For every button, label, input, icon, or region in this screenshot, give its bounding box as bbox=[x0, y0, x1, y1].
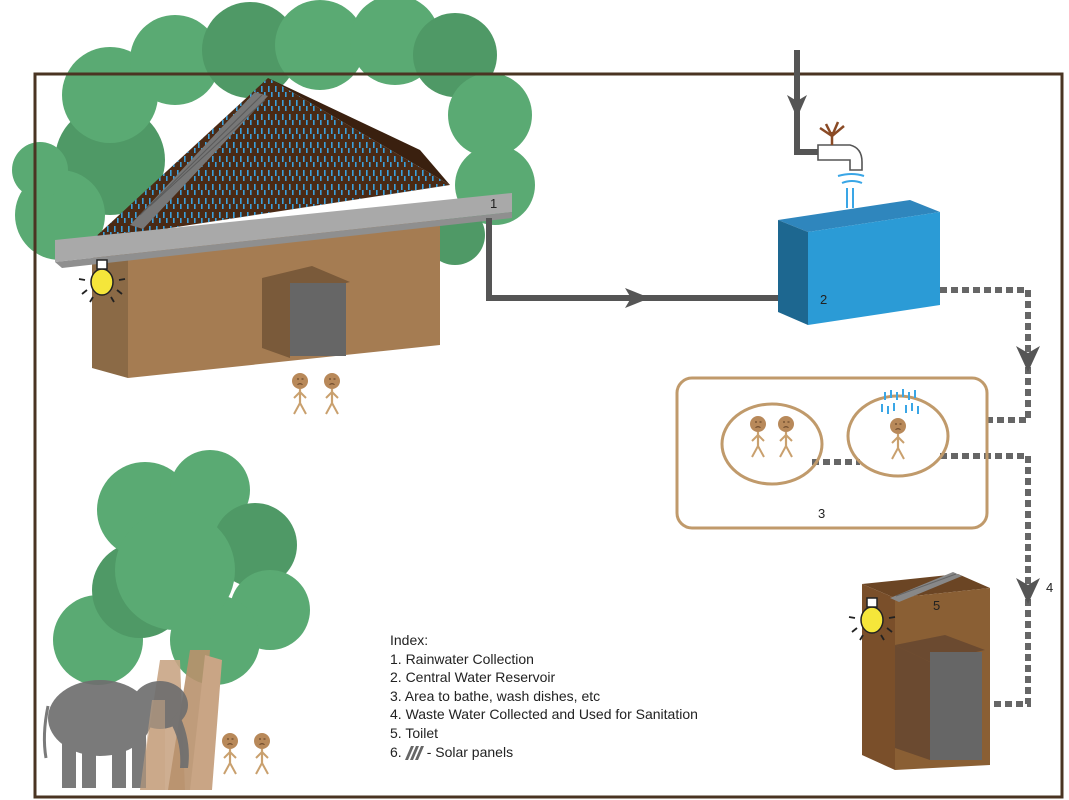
arrow-icon bbox=[1016, 578, 1040, 604]
index-item: 2. Central Water Reservoir bbox=[390, 669, 556, 686]
water-tank-icon bbox=[778, 200, 940, 325]
house-icon bbox=[55, 78, 512, 378]
roof-solar-panels bbox=[130, 92, 268, 229]
index-item6-label: - Solar panels bbox=[426, 743, 514, 760]
dashed-pipes bbox=[812, 287, 1031, 707]
solar-panel-icon bbox=[404, 745, 424, 760]
label-5: 5 bbox=[933, 598, 940, 613]
person-icon bbox=[220, 731, 240, 776]
person-icon bbox=[888, 416, 908, 461]
person-icon bbox=[252, 731, 272, 776]
person-icon bbox=[290, 371, 310, 416]
faucet-icon bbox=[787, 50, 865, 208]
person-icon bbox=[322, 371, 342, 416]
label-3: 3 bbox=[818, 506, 825, 521]
solar-panel-icon bbox=[890, 572, 962, 602]
index-item6-prefix: 6. bbox=[390, 743, 402, 760]
label-2: 2 bbox=[820, 292, 827, 307]
diagram-frame bbox=[33, 72, 1064, 799]
arrow-icon bbox=[1016, 346, 1040, 372]
toilet-icon bbox=[862, 572, 990, 770]
pipe-to-tank bbox=[486, 218, 780, 308]
shower-icon bbox=[881, 389, 919, 414]
tree-icon bbox=[53, 450, 310, 790]
index-item: 4. Waste Water Collected and Used for Sa… bbox=[390, 706, 698, 723]
label-1: 1 bbox=[490, 196, 497, 211]
tree-trunk-front bbox=[140, 700, 165, 790]
index-item: 5. Toilet bbox=[390, 724, 438, 741]
door bbox=[262, 266, 350, 358]
index-item: 6. - Solar panels bbox=[390, 743, 698, 762]
index-heading: Index: bbox=[390, 632, 429, 648]
index-item: 3. Area to bathe, wash dishes, etc bbox=[390, 687, 601, 704]
person-icon bbox=[748, 414, 768, 459]
index-item: 1. Rainwater Collection bbox=[390, 650, 534, 667]
label-4: 4 bbox=[1046, 580, 1053, 595]
person-icon bbox=[776, 414, 796, 459]
index-legend: Index: 1. Rainwater Collection 2. Centra… bbox=[390, 631, 698, 761]
